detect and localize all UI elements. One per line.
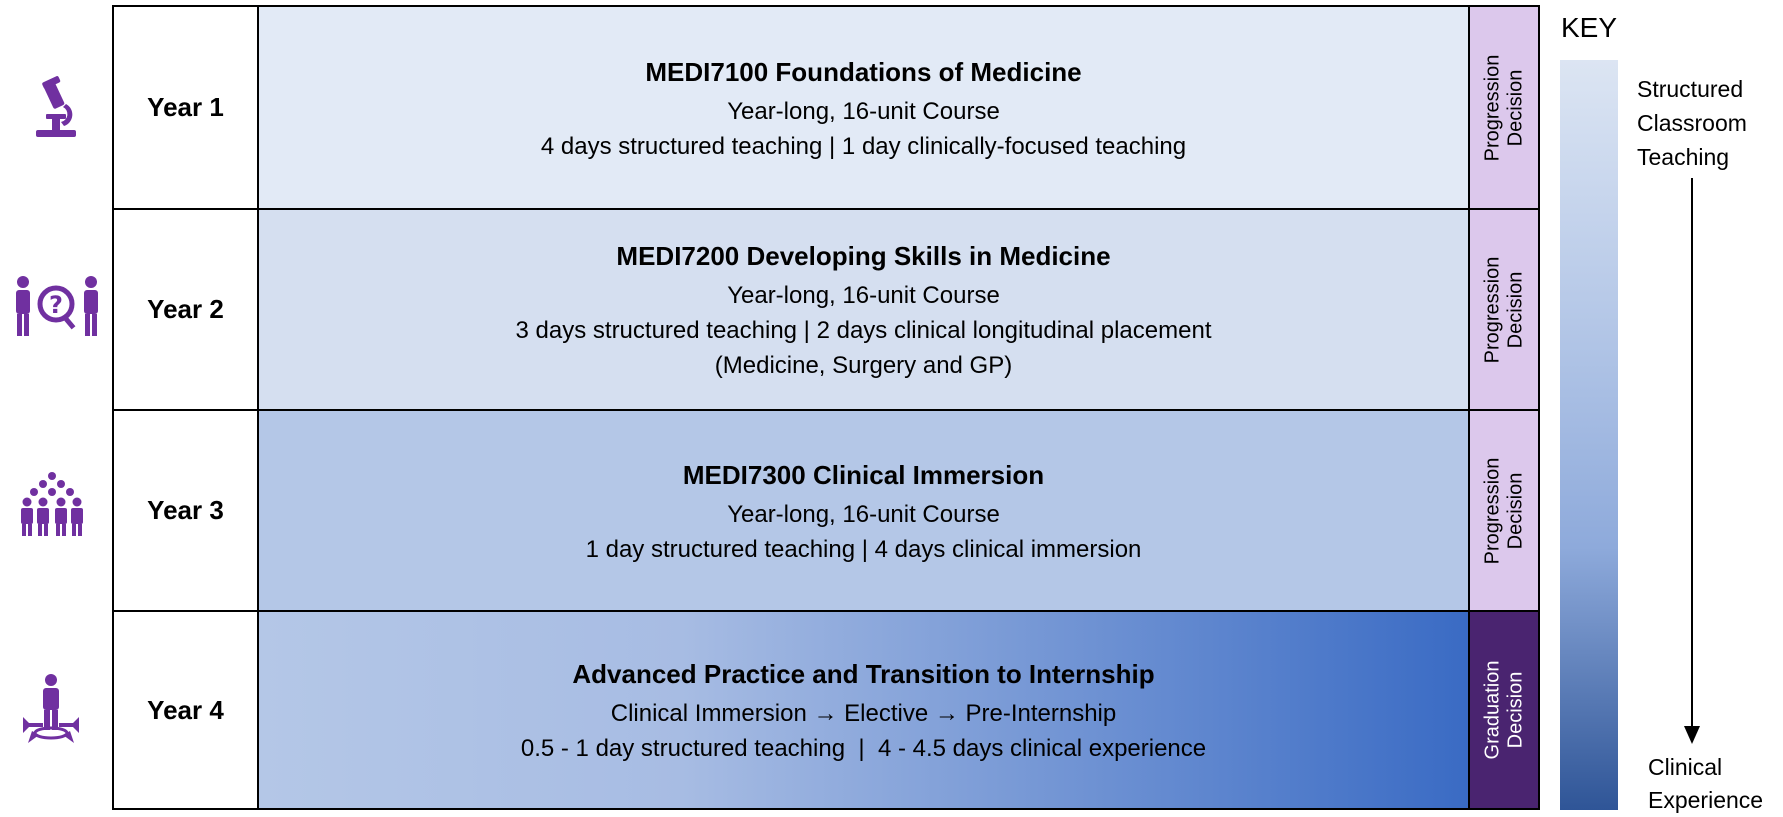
year-label: Year 2 xyxy=(114,210,259,409)
key-top-label-line: Structured xyxy=(1637,76,1744,102)
course-detail-line: 4 days structured teaching | 1 day clini… xyxy=(540,132,1187,160)
down-arrow-icon xyxy=(1680,178,1704,746)
person-crossroads-icon xyxy=(12,673,90,743)
course-detail-line: (Medicine, Surgery and GP) xyxy=(714,352,1013,379)
key-bottom-label-line: Experience xyxy=(1648,787,1764,813)
year-label: Year 3 xyxy=(114,411,259,610)
decision-label: Decision xyxy=(1504,271,1526,348)
decision-label: Progression xyxy=(1481,54,1503,161)
key-bottom-label: Clinical Experience xyxy=(1648,751,1763,817)
key-gradient-bar xyxy=(1560,60,1618,810)
key-top-label-line: Classroom xyxy=(1637,110,1747,136)
year-label: Year 1 xyxy=(114,7,259,208)
team-icon xyxy=(17,470,87,540)
course-detail-line: Year-long, 16-unit Course xyxy=(727,500,1000,528)
progression-decision: Progression Decision xyxy=(1470,210,1538,409)
key-bottom-label-line: Clinical xyxy=(1648,754,1723,780)
microscope-icon xyxy=(22,74,92,144)
course-cell: Advanced Practice and Transition to Inte… xyxy=(259,612,1470,808)
course-title: Advanced Practice and Transition to Inte… xyxy=(572,659,1155,689)
progression-decision: Progression Decision xyxy=(1470,411,1538,610)
key-top-label: Structured Classroom Teaching xyxy=(1637,72,1747,174)
course-detail-line: Clinical Immersion → Elective → Pre-Inte… xyxy=(610,700,1117,727)
key-title: KEY xyxy=(1561,12,1618,43)
decision-label: Graduation xyxy=(1481,660,1503,760)
graduation-decision: Graduation Decision xyxy=(1470,612,1538,808)
year-row-1: Year 1 MEDI7100 Foundations of Medicine … xyxy=(114,7,1538,208)
course-cell: MEDI7200 Developing Skills in Medicine Y… xyxy=(259,210,1470,409)
decision-label: Decision xyxy=(1504,69,1526,146)
decision-label: Decision xyxy=(1504,671,1526,749)
course-detail-line: Year-long, 16-unit Course xyxy=(727,97,1000,125)
key-top-label-line: Teaching xyxy=(1637,144,1730,170)
program-structure-table: Year 1 MEDI7100 Foundations of Medicine … xyxy=(112,5,1540,810)
decision-label: Decision xyxy=(1504,472,1526,549)
year-row-3: Year 3 MEDI7300 Clinical Immersion Year-… xyxy=(114,409,1538,610)
course-detail-line: 0.5 - 1 day structured teaching | 4 - 4.… xyxy=(520,735,1207,762)
svg-text:?: ? xyxy=(49,291,63,319)
year-label: Year 4 xyxy=(114,612,259,808)
decision-label: Progression xyxy=(1481,256,1503,363)
progression-decision: Progression Decision xyxy=(1470,7,1538,208)
course-cell: MEDI7300 Clinical Immersion Year-long, 1… xyxy=(259,411,1470,610)
course-title: MEDI7300 Clinical Immersion xyxy=(682,459,1045,490)
course-cell: MEDI7100 Foundations of Medicine Year-lo… xyxy=(259,7,1470,208)
decision-label: Progression xyxy=(1481,457,1503,564)
course-title: MEDI7100 Foundations of Medicine xyxy=(645,56,1082,87)
consultation-icon: ? xyxy=(10,272,104,342)
year-row-4: Year 4 Advanced Practice and Transition … xyxy=(114,610,1538,808)
course-detail-line: Year-long, 16-unit Course xyxy=(727,282,1000,309)
course-detail-line: 3 days structured teaching | 2 days clin… xyxy=(515,317,1212,344)
course-title: MEDI7200 Developing Skills in Medicine xyxy=(616,241,1111,271)
course-detail-line: 1 day structured teaching | 4 days clini… xyxy=(585,535,1142,563)
year-row-2: Year 2 MEDI7200 Developing Skills in Med… xyxy=(114,208,1538,409)
